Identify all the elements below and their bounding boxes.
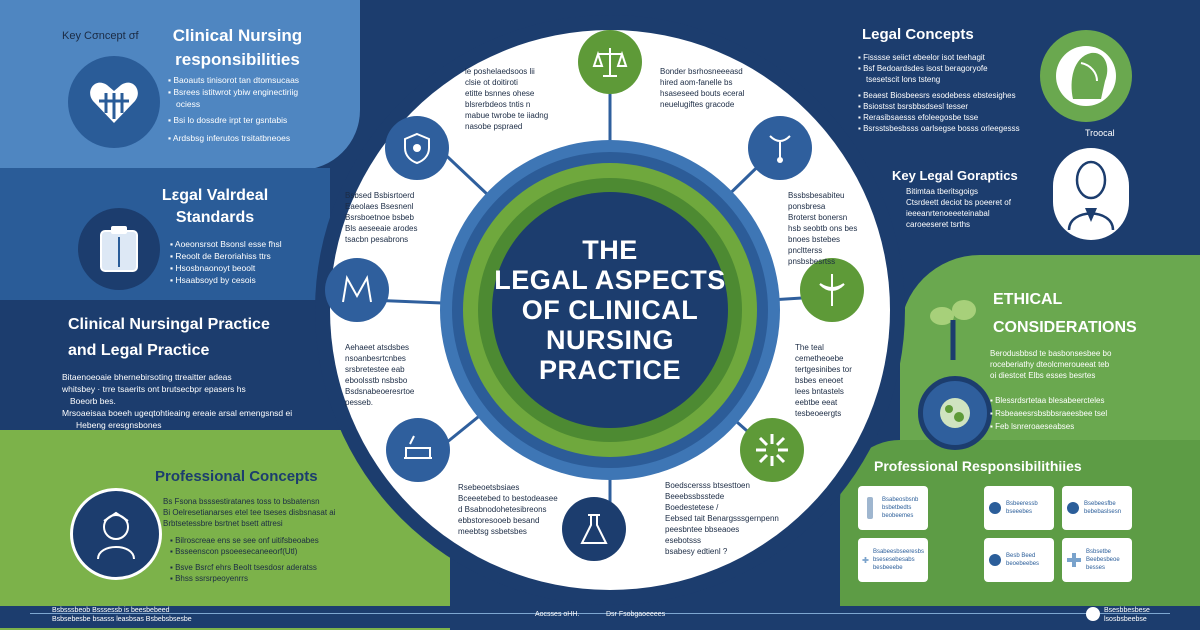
globe-icon (940, 398, 970, 428)
document-node (325, 258, 389, 322)
caduceus-node (800, 258, 864, 322)
professional-concepts-list: Bilroscreae ens se see onf uitifsbeoabes… (170, 535, 370, 584)
nurse-portrait-circle (1053, 148, 1129, 240)
bg-panel-left-3 (0, 300, 320, 430)
professional-concepts-text: Bs Fsona bsssestiratanes toss to bsbaten… (163, 497, 336, 528)
chat-icon (1067, 502, 1079, 514)
ethics-globe-circle (918, 376, 992, 450)
clinical-practice-title: Clinical Nursingal Practice and Legal Pr… (68, 316, 270, 359)
nurse-avatar-circle (70, 488, 162, 580)
ethical-considerations-text: Berodusbbsd te basbonsesbee bo roceberia… (990, 349, 1112, 380)
footer-mid-a: Aocsses oHH. (535, 611, 580, 618)
cross-icon (862, 556, 869, 564)
center-title: THE LEGAL ASPECTS OF CLINICAL NURSING PR… (494, 235, 726, 385)
professional-responsibilities-title: Professional Responsibilithiies (874, 458, 1082, 474)
hospital-bed-icon (404, 435, 432, 459)
footer-logo-icon (1086, 607, 1100, 621)
clinical-responsibilities-list: Baoauts tinisorot tan dtomsucaas Bsrees … (168, 74, 338, 144)
heart-icon-circle (68, 56, 160, 148)
clinical-practice-text: Bitaenoeoaie bhernebirsoting ttreaitter … (62, 372, 293, 430)
footer-bar (0, 606, 1200, 628)
footer-right-text: Bsesbbesbese lsosbsbeebse (1104, 607, 1150, 623)
hospital-bed-node (386, 418, 450, 482)
center-title-disc: THE LEGAL ASPECTS OF CLINICAL NURSING PR… (492, 192, 728, 428)
scales-node (578, 30, 642, 94)
legal-concepts-title: Legal Concepts (862, 26, 974, 43)
head-profile-icon (1056, 46, 1116, 106)
ethical-considerations-list: Blessrdsrtetaa blesabeercteles Rsbeaeesr… (990, 394, 1150, 433)
legal-standards-list: Aoeonsrsot Bsonsl esse fhsl Reoolt de Be… (170, 238, 300, 286)
key-legal-title: Key Legal Goraptics (892, 168, 1018, 183)
nurse-icon (97, 511, 135, 560)
clipboard-icon-circle (78, 208, 160, 290)
chat-icon (989, 502, 1001, 514)
pen-icon (867, 497, 873, 519)
caduceus-icon (819, 274, 845, 306)
professional-concepts-title: Professional Concepts (155, 468, 318, 485)
sunburst-icon (756, 434, 788, 466)
shield-icon (404, 132, 430, 165)
flask-node (562, 497, 626, 561)
seedling-icon (930, 300, 976, 360)
footer-left-text: Bsbsssbeob Bsssessb is beesbebeed Bsbseb… (52, 607, 192, 623)
legal-concepts-list: Fisssse seiict ebeelor isot teehagit Bsf… (858, 52, 1043, 134)
scales-icon (592, 48, 628, 77)
footer-divider (30, 613, 1170, 614)
key-legal-list: Bitimtaa tberitsgoigs Ctsrdeett deciot b… (906, 187, 1011, 229)
troocal-label: Troocal (1085, 128, 1115, 138)
heart-icon (90, 82, 138, 123)
stethoscope-icon (769, 135, 791, 163)
ethical-considerations-title: ETHICAL CONSIDERATIONS (993, 291, 1137, 336)
footer-mid-b: Dsr Fsobgaoeeees (606, 611, 666, 618)
cross-icon (1067, 553, 1081, 567)
chat-icon (989, 554, 1001, 566)
document-icon (342, 275, 372, 303)
shield-node (385, 116, 449, 180)
sunburst-node (740, 418, 804, 482)
flask-icon (580, 514, 608, 544)
seedling-illustration (928, 290, 978, 400)
key-concept-label: Key Cσncept σf (62, 30, 139, 42)
nurse-portrait-icon (1067, 160, 1115, 231)
clipboard-icon (100, 226, 138, 272)
stethoscope-node (748, 116, 812, 180)
profile-head-circle (1040, 30, 1132, 122)
